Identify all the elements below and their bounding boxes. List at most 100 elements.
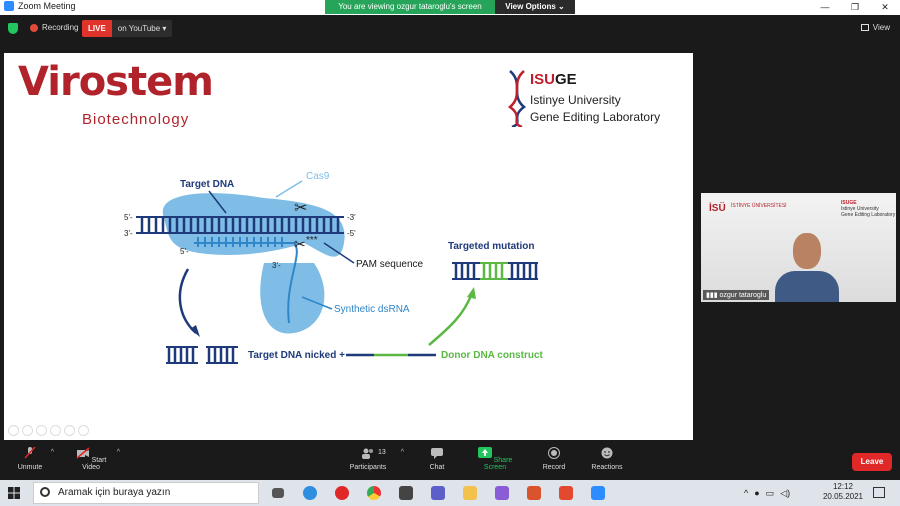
view-options-label: View Options [505, 2, 556, 11]
view-button[interactable]: View [860, 23, 890, 32]
live-stream-indicator[interactable]: LIVE on YouTube ▾ [82, 20, 173, 37]
isuge-line1: Istinye University [530, 93, 621, 107]
label-cas9: Cas9 [306, 171, 330, 182]
notifications-icon[interactable] [873, 487, 885, 498]
label-nicked: Target DNA nicked + [248, 350, 345, 361]
unmute-label: Unmute [17, 464, 43, 471]
virostem-logo: Virostem [18, 59, 214, 105]
recording-dot-icon [30, 23, 38, 32]
scissors-bottom-icon: ✂ [294, 236, 306, 252]
viewing-screen-message: You are viewing ozgur tataroglu's screen [325, 0, 495, 14]
participant-video-tile[interactable]: İSÜ İSTİNYE ÜNİVERSİTESİ ISUGE Istinye U… [701, 193, 896, 302]
participants-caret-icon[interactable]: ^ [400, 449, 404, 456]
windows-start-icon[interactable] [8, 487, 20, 499]
slide-forward-icon[interactable] [22, 425, 33, 436]
zoom-logo-icon [4, 1, 14, 11]
view-options-button[interactable]: View Options ⌄ [495, 0, 575, 14]
zoom-taskbar-icon[interactable] [582, 483, 614, 503]
video-logo-right-l2: Gene Editing Laboratory [841, 212, 896, 218]
reactions-label: Reactions [591, 464, 623, 471]
opera-icon[interactable] [326, 483, 358, 503]
volume-icon[interactable]: ◁) [780, 487, 791, 498]
file-explorer-icon[interactable] [454, 483, 486, 503]
search-icon [40, 487, 50, 497]
video-options-caret-icon[interactable]: ^ [116, 449, 120, 456]
start-video-button[interactable]: Start Video ^ [70, 447, 120, 471]
share-screen-label: Share Screen [483, 457, 513, 471]
taskbar-clock[interactable]: 12:12 20.05.2021 [820, 482, 866, 502]
minimize-icon[interactable]: — [820, 2, 830, 12]
share-screen-button[interactable]: Share Screen [472, 447, 518, 471]
meeting-toolbar: Unmute ^ Start Video ^ Participants 13 ^… [0, 443, 900, 479]
virostem-subtitle: Biotechnology [82, 111, 190, 128]
encryption-shield-icon[interactable] [8, 23, 18, 34]
reactions-button[interactable]: Reactions [588, 447, 626, 471]
target-dna-duplex [136, 216, 344, 234]
leave-button[interactable]: Leave [852, 453, 892, 471]
media-app-icon[interactable] [518, 483, 550, 503]
slide-back-icon[interactable] [8, 425, 19, 436]
teams-icon[interactable] [422, 483, 454, 503]
isuge-title-dark: GE [555, 71, 577, 88]
arrow-to-mutation [428, 292, 474, 346]
scissors-top-icon: ✂ [294, 200, 307, 217]
label-3prime-rna: 3'- [272, 261, 281, 270]
video-logo-right-l1: Istinye University [841, 206, 879, 212]
isuge-logo: ISUGE Istinye University Gene Editing La… [504, 67, 679, 127]
live-destination: on YouTube ▾ [111, 20, 173, 37]
office-icon[interactable] [550, 483, 582, 503]
label-donor: Donor DNA construct [441, 350, 544, 361]
participant-head [793, 233, 821, 269]
restore-icon[interactable]: ❐ [850, 2, 860, 12]
dna-helix-icon [507, 70, 527, 127]
slide-highlighter-icon[interactable] [50, 425, 61, 436]
pam-stars: *** [306, 235, 318, 246]
record-button[interactable]: Record [540, 447, 568, 471]
arrow-to-nicked [178, 268, 197, 334]
isuge-line2: Gene Editing Laboratory [530, 110, 661, 124]
participants-label: Participants [349, 464, 387, 471]
taskbar-search-box[interactable]: Aramak için buraya yazın [33, 482, 259, 504]
view-label: View [872, 23, 890, 32]
audio-options-caret-icon[interactable]: ^ [50, 449, 54, 456]
tray-mic-icon[interactable]: ● [754, 488, 760, 498]
snip-tool-icon[interactable] [486, 483, 518, 503]
unmute-button[interactable]: Unmute ^ [14, 446, 54, 471]
live-destination-label: on YouTube [117, 24, 161, 33]
clock-date: 20.05.2021 [822, 492, 864, 501]
label-pam: PAM sequence [356, 259, 424, 270]
label-5prime-top: 5'- [124, 213, 133, 222]
edge-icon[interactable] [294, 483, 326, 503]
label-targeted-mutation: Targeted mutation [448, 241, 534, 252]
isuge-title-red: ISU [530, 71, 556, 88]
search-placeholder: Aramak için buraya yazın [58, 487, 171, 498]
task-view-icon[interactable] [262, 483, 294, 503]
participant-body [775, 271, 839, 302]
rna-strand [194, 242, 298, 324]
slide-pen-icon[interactable] [36, 425, 47, 436]
recording-label: Recording [42, 23, 79, 32]
participants-button[interactable]: Participants 13 ^ [346, 447, 404, 471]
label-5prime-rna: 5'- [180, 247, 189, 256]
screen-share-banner: You are viewing ozgur tataroglu's screen… [325, 0, 575, 14]
record-icon [548, 447, 560, 459]
chat-button[interactable]: Chat [426, 447, 448, 471]
clock-time: 12:12 [832, 482, 854, 491]
slide-more-icon[interactable] [78, 425, 89, 436]
window-title: Zoom Meeting [18, 1, 76, 11]
taskbar-apps [262, 483, 614, 503]
network-icon[interactable]: ▭ [765, 487, 775, 498]
slide-zoom-icon[interactable] [64, 425, 75, 436]
grid-icon [860, 24, 869, 31]
participant-name-label: ▮▮▮ ozgur tataroglu [703, 290, 770, 300]
video-logo-left-sub: İSTİNYE ÜNİVERSİTESİ [731, 203, 787, 209]
tray-expand-icon[interactable]: ^ [744, 488, 749, 498]
cas9-lobe [260, 263, 325, 334]
chrome-icon[interactable] [358, 483, 390, 503]
recording-indicator[interactable]: Recording [30, 23, 78, 32]
calculator-icon[interactable] [390, 483, 422, 503]
crispr-diagram: ✂ ✂ *** Target DNA Cas9 5'- -3' 3'- -5' … [124, 171, 544, 364]
label-target-dna: Target DNA [180, 179, 234, 190]
close-icon[interactable]: ✕ [881, 2, 889, 12]
shared-screen-slide: Virostem Biotechnology ISUGE Istinye Uni… [4, 53, 693, 440]
